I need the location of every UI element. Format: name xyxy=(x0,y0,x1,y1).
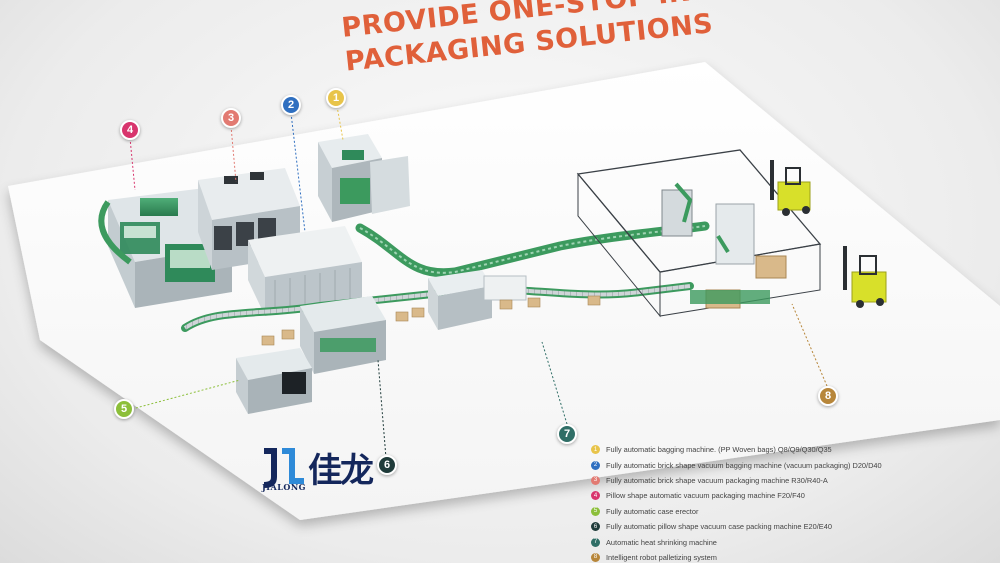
callout-1: 1 xyxy=(326,88,346,108)
machine-1-pp-bagging-machine xyxy=(318,134,410,222)
legend-dot: 3 xyxy=(591,475,600,485)
legend-item: 7 Automatic heat shrinking machine xyxy=(591,534,911,549)
legend-text: Fully automatic case erector xyxy=(606,506,699,516)
forklift-2 xyxy=(843,246,887,308)
callout-3-label: 3 xyxy=(227,111,235,124)
legend-text: Fully automatic bagging machine. (PP Wov… xyxy=(606,445,832,455)
callout-7-label: 7 xyxy=(563,427,571,440)
legend-item: 6 Fully automatic pillow shape vacuum ca… xyxy=(591,519,911,534)
jialong-logo-icon xyxy=(263,447,304,488)
legend-text: Fully automatic pillow shape vacuum case… xyxy=(606,522,832,532)
left-loop-conveyor xyxy=(98,200,132,265)
legend-text: Fully automatic brick shape vacuum baggi… xyxy=(606,460,882,470)
brand-english-name: JIALONG xyxy=(262,482,306,492)
brand-chinese-name: 佳龙 xyxy=(308,451,374,491)
callout-6: 6 xyxy=(377,455,397,475)
forklift-1 xyxy=(770,160,811,216)
machine-legend: 1 Fully automatic bagging machine. (PP W… xyxy=(591,442,911,563)
legend-dot: 7 xyxy=(591,537,600,547)
callout-3: 3 xyxy=(221,108,241,128)
callout-2: 2 xyxy=(281,95,301,115)
legend-item: 2 Fully automatic brick shape vacuum bag… xyxy=(591,457,911,472)
callout-1-label: 1 xyxy=(332,91,340,104)
callout-2-label: 2 xyxy=(287,98,295,111)
machine-8-robot-palletizer xyxy=(576,149,822,318)
legend-dot: 6 xyxy=(591,522,600,532)
brand-logo: 佳龙 xyxy=(260,443,374,492)
legend-item: 5 Fully automatic case erector xyxy=(591,504,911,519)
machine-5-case-erector xyxy=(236,348,312,414)
legend-dot: 5 xyxy=(591,506,600,516)
legend-text: Automatic heat shrinking machine xyxy=(606,537,717,547)
legend-item: 8 Intelligent robot palletizing system xyxy=(591,550,911,563)
callout-7: 7 xyxy=(557,424,577,444)
legend-item: 1 Fully automatic bagging machine. (PP W… xyxy=(591,442,911,457)
leader-lines xyxy=(129,105,828,459)
callout-8: 8 xyxy=(818,386,838,406)
callout-4-label: 4 xyxy=(126,123,134,136)
legend-dot: 1 xyxy=(591,445,600,455)
legend-dot: 4 xyxy=(591,491,600,501)
legend-text: Intelligent robot palletizing system xyxy=(606,552,717,562)
legend-dot: 8 xyxy=(591,552,600,562)
machine-6-case-packer xyxy=(300,296,386,374)
callout-5: 5 xyxy=(114,399,134,419)
cartons xyxy=(261,295,601,346)
callout-5-label: 5 xyxy=(120,402,128,415)
legend-item: 3 Fully automatic brick shape vacuum pac… xyxy=(591,473,911,488)
machine-7-heat-shrinker xyxy=(428,270,527,330)
callout-8-label: 8 xyxy=(824,389,832,402)
callout-6-label: 6 xyxy=(383,458,391,471)
callout-4: 4 xyxy=(120,120,140,140)
legend-dot: 2 xyxy=(591,460,600,470)
legend-text: Pillow shape automatic vacuum packaging … xyxy=(606,491,805,501)
legend-text: Fully automatic brick shape vacuum packa… xyxy=(606,475,828,485)
legend-item: 4 Pillow shape automatic vacuum packagin… xyxy=(591,488,911,503)
